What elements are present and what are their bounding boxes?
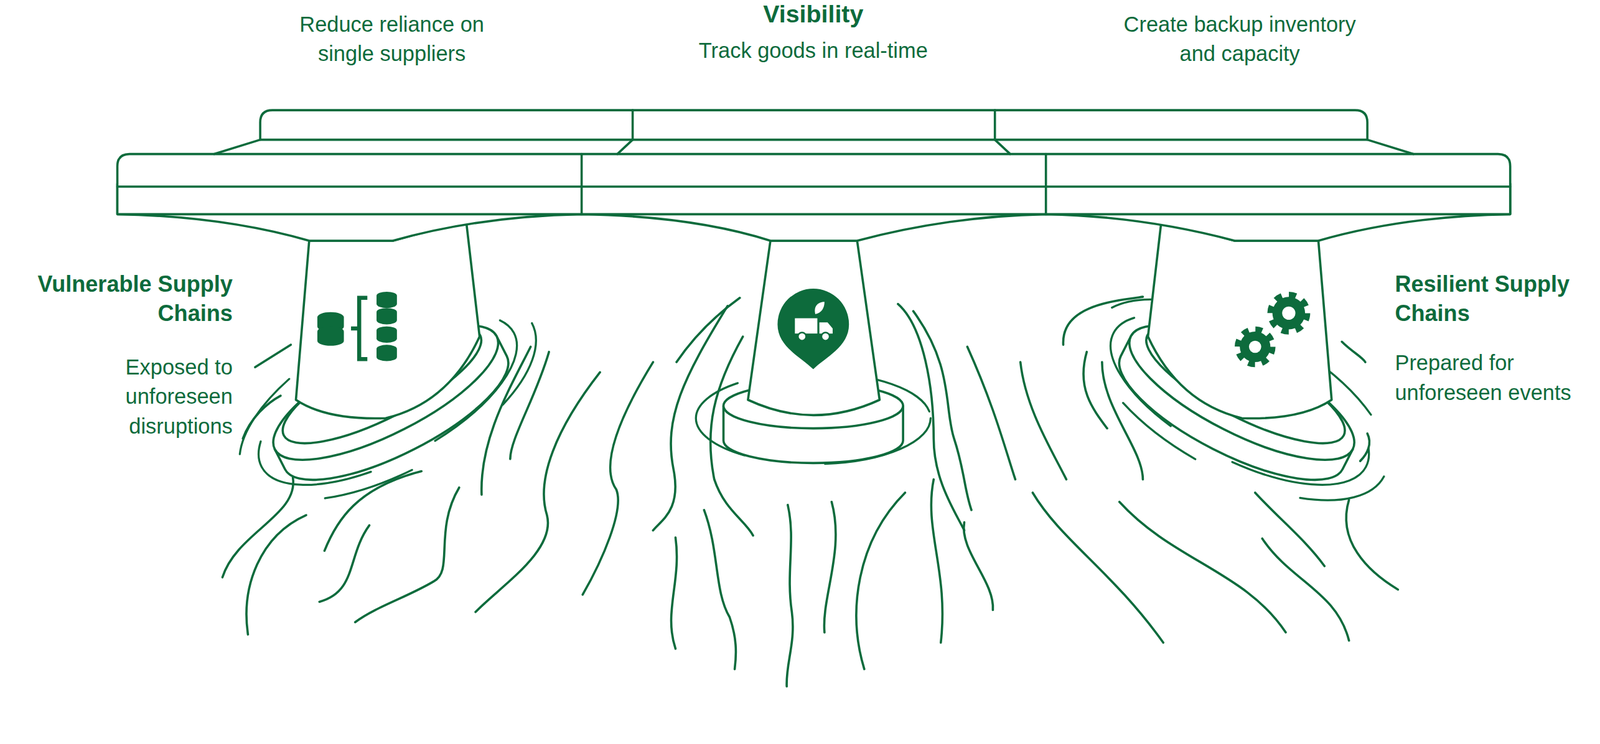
db-disk — [376, 291, 398, 309]
water-line — [898, 304, 965, 531]
water-line — [963, 522, 994, 611]
water-line — [1083, 352, 1108, 429]
truck-wheel — [821, 332, 830, 342]
pier-body — [1148, 222, 1332, 419]
pier — [1102, 222, 1371, 506]
side-description: Exposed to unforeseen disruptions — [89, 352, 233, 442]
side-description: Prepared for unforeseen events — [1394, 349, 1599, 409]
water-line — [1346, 499, 1398, 590]
water-line — [475, 372, 600, 612]
water-line — [1032, 492, 1164, 643]
water-line — [671, 537, 678, 650]
water-line — [823, 502, 836, 633]
deck-upper — [260, 110, 1368, 141]
water-line — [355, 487, 460, 623]
water-line — [967, 346, 1016, 480]
gear — [1272, 296, 1306, 330]
deck-lower — [117, 154, 1511, 215]
tracking-pin-icon — [777, 288, 849, 370]
side-heading: Resilient Supply Chains — [1394, 270, 1599, 330]
water-line — [1255, 492, 1325, 567]
water-line — [582, 362, 653, 595]
water-line — [1262, 538, 1349, 641]
bracket — [350, 298, 368, 360]
pier — [723, 240, 904, 464]
water-line — [246, 515, 307, 635]
pillar-heading: Visibility — [660, 0, 967, 30]
gear-hole — [1249, 341, 1262, 354]
water-line — [913, 311, 972, 511]
water-line — [856, 492, 905, 670]
water-line — [1341, 341, 1366, 363]
db-disk — [376, 326, 398, 343]
pillar-description: Reduce reliance on single suppliers — [269, 9, 515, 70]
bridge-deck — [117, 110, 1511, 241]
pillar-description: Create backup inventory and capacity — [1102, 9, 1376, 70]
deck-joint — [214, 110, 1414, 155]
gear-hole — [1281, 306, 1296, 320]
water-line — [319, 525, 370, 602]
water-line — [676, 298, 740, 363]
pier — [256, 222, 526, 506]
water-line — [786, 505, 793, 688]
water-line — [703, 510, 736, 670]
deck-line — [117, 185, 1511, 188]
water-line — [652, 306, 728, 531]
water-line — [255, 344, 291, 368]
water-line — [1119, 502, 1286, 633]
water-line — [930, 479, 943, 643]
db-disk — [376, 344, 398, 361]
db-disk — [317, 326, 345, 347]
leaf — [814, 301, 824, 315]
truck-wheel — [797, 332, 806, 342]
db-disk — [376, 308, 398, 325]
gear-teeth — [1238, 329, 1273, 364]
gear-teeth — [1270, 295, 1307, 332]
gears-icon — [1238, 295, 1307, 365]
pier-body — [296, 222, 480, 419]
pillar-description: Track goods in real-time — [649, 36, 977, 66]
truck-body — [794, 318, 818, 335]
pier-body — [748, 240, 880, 416]
side-heading: Vulnerable Supply Chains — [3, 270, 233, 330]
water-line — [324, 471, 422, 552]
deck-joint — [581, 154, 1047, 215]
database-icon — [317, 291, 398, 361]
map-pin — [777, 288, 849, 370]
gear — [1239, 331, 1271, 363]
water-line — [1020, 362, 1067, 480]
